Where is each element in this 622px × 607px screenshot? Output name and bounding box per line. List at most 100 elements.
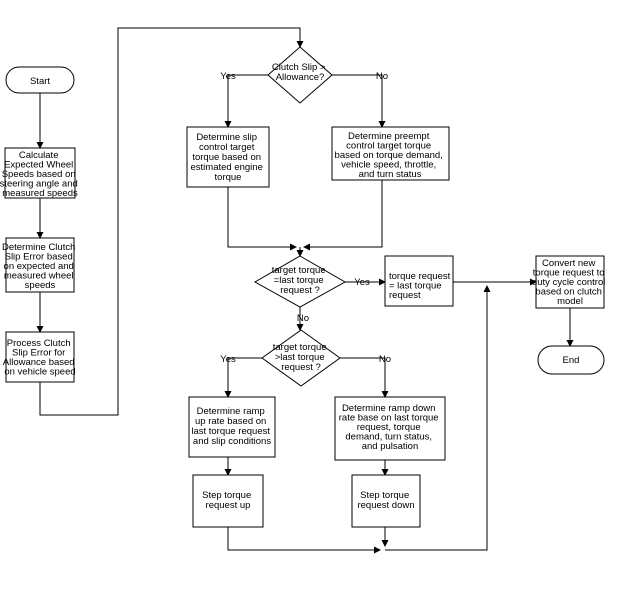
preempt-target-line: vehicle speed, throttle, [341, 160, 436, 171]
calc-speeds-line: Speeds based on [2, 169, 76, 180]
process-error-line: Slip Error for [12, 348, 65, 359]
clutch-error-line: speeds [25, 280, 56, 291]
step-down-text: Step torque request down [357, 490, 414, 511]
decision-slip-text: Clutch Slip > Allowance? [272, 62, 328, 83]
process-error-line: on vehicle speed [4, 367, 75, 378]
decision-equal-line: request ? [280, 285, 320, 296]
clutch-error-node: Determine Clutch Slip Error based on exp… [2, 237, 78, 293]
calc-speeds-line: Calculate [19, 150, 59, 161]
decision-greater-line: >last torque [275, 352, 325, 363]
process-error-node: Process Clutch Slip Error for Allowance … [3, 331, 77, 383]
decision-equal-line: target torque [272, 265, 326, 276]
edge-greater-no [340, 357, 389, 398]
decision-equal-no-label: No [297, 313, 309, 324]
start-node: Start [5, 66, 75, 94]
step-up-line: Step torque [202, 490, 251, 501]
edge-process-decision-slip [39, 27, 304, 416]
slip-target-line: torque [215, 172, 242, 183]
edge-greater-yes [224, 357, 262, 398]
ramp-up-node: Determine ramp up rate based on last tor… [188, 396, 276, 458]
calc-speeds-line: steering angle and [0, 179, 78, 190]
slip-target-line: Determine slip [196, 132, 257, 143]
decision-equal-node: target torque =last torque request ? [253, 255, 347, 308]
request-equal-line: = last torque [389, 281, 442, 292]
decision-greater-node: target torque >last torque request ? [261, 329, 341, 387]
slip-target-line: estimated engine [191, 162, 263, 173]
request-equal-line: torque request [389, 271, 451, 282]
decision-greater-line: request ? [281, 362, 321, 373]
start-label: Start [30, 76, 50, 87]
decision-slip-no-label: No [376, 71, 388, 82]
request-equal-node: torque request = last torque request [384, 255, 454, 307]
decision-equal-line: =last torque [274, 275, 324, 286]
decision-greater-no-label: No [379, 354, 391, 365]
calc-speeds-line: measured speeds [2, 188, 78, 199]
decision-slip-yes-label: Yes [220, 71, 236, 82]
slip-target-text: Determine slip control target torque bas… [191, 132, 266, 183]
edge-preempt-merge [303, 180, 383, 251]
clutch-error-line: on expected and [4, 261, 74, 272]
convert-node: Convert new torque request to duty cycle… [532, 255, 608, 309]
step-down-line: Step torque [360, 490, 409, 501]
convert-text: Convert new torque request to duty cycle… [532, 258, 608, 307]
ramp-up-line: and slip conditions [193, 436, 271, 447]
ramp-up-line: last torque request [191, 426, 270, 437]
step-up-node: Step torque request up [192, 474, 264, 528]
edge-slip-target-merge [227, 187, 297, 251]
decision-slip-node: Clutch Slip > Allowance? [267, 46, 333, 104]
ramp-up-text: Determine ramp up rate based on last tor… [191, 406, 272, 447]
preempt-target-line: Determine preempt [348, 131, 430, 142]
calc-speeds-line: Expected Wheel [4, 160, 73, 171]
calc-speeds-text: Calculate Expected Wheel Speeds based on… [0, 150, 80, 199]
ramp-down-line: and pulsation [362, 441, 419, 452]
decision-equal-text: target torque =last torque request ? [272, 265, 329, 296]
calc-speeds-node: Calculate Expected Wheel Speeds based on… [0, 147, 80, 199]
decision-greater-line: target torque [273, 342, 327, 353]
preempt-target-line: and turn status [359, 169, 422, 180]
clutch-error-line: Slip Error based [5, 252, 73, 263]
decision-slip-line: Allowance? [276, 72, 325, 83]
convert-line: Convert new [542, 258, 595, 269]
slip-target-node: Determine slip control target torque bas… [186, 126, 270, 188]
convert-line: based on clutch [535, 287, 602, 298]
preempt-target-node: Determine preempt control target torque … [331, 126, 450, 181]
slip-target-line: control target [199, 142, 255, 153]
process-error-text: Process Clutch Slip Error for Allowance … [3, 338, 77, 378]
ramp-up-line: up rate based on [195, 416, 266, 427]
end-node: End [537, 345, 605, 375]
edge-slip-yes [224, 74, 268, 128]
ramp-down-line: demand, turn status, [345, 432, 432, 443]
preempt-target-line: control target torque [346, 141, 431, 152]
decision-slip-line: Clutch Slip > [272, 62, 326, 73]
step-down-node: Step torque request down [351, 474, 421, 528]
edge-slip-no [332, 74, 386, 128]
slip-target-line: torque based on [192, 152, 261, 163]
ramp-down-text: Determine ramp down rate base on last to… [339, 403, 441, 452]
request-equal-text: torque request = last torque request [389, 271, 453, 301]
process-error-line: Process Clutch [7, 338, 71, 349]
clutch-error-line: measured wheel [4, 271, 74, 282]
process-error-line: Allowance based [3, 357, 75, 368]
ramp-down-line: request, torque [357, 422, 421, 433]
decision-greater-yes-label: Yes [220, 354, 236, 365]
preempt-target-text: Determine preempt control target torque … [335, 131, 446, 180]
edge-bottom-merge-up [385, 285, 491, 551]
step-up-line: request up [206, 500, 251, 511]
clutch-error-text: Determine Clutch Slip Error based on exp… [2, 242, 78, 291]
decision-equal-yes-label: Yes [354, 277, 370, 288]
ramp-down-line: rate base on last torque [339, 413, 439, 424]
convert-line: model [557, 296, 583, 307]
ramp-down-node: Determine ramp down rate base on last to… [334, 396, 446, 461]
decision-greater-text: target torque >last torque request ? [273, 342, 330, 373]
convert-line: duty cycle control [532, 277, 605, 288]
edge-stepup-merge [227, 527, 381, 554]
ramp-up-line: Determine ramp [197, 406, 265, 417]
end-label: End [563, 355, 580, 366]
clutch-error-line: Determine Clutch [2, 242, 75, 253]
step-up-text: Step torque request up [202, 490, 254, 511]
request-equal-line: request [389, 290, 421, 301]
preempt-target-line: based on torque demand, [335, 150, 443, 161]
ramp-down-line: Determine ramp down [342, 403, 435, 414]
step-down-line: request down [357, 500, 414, 511]
